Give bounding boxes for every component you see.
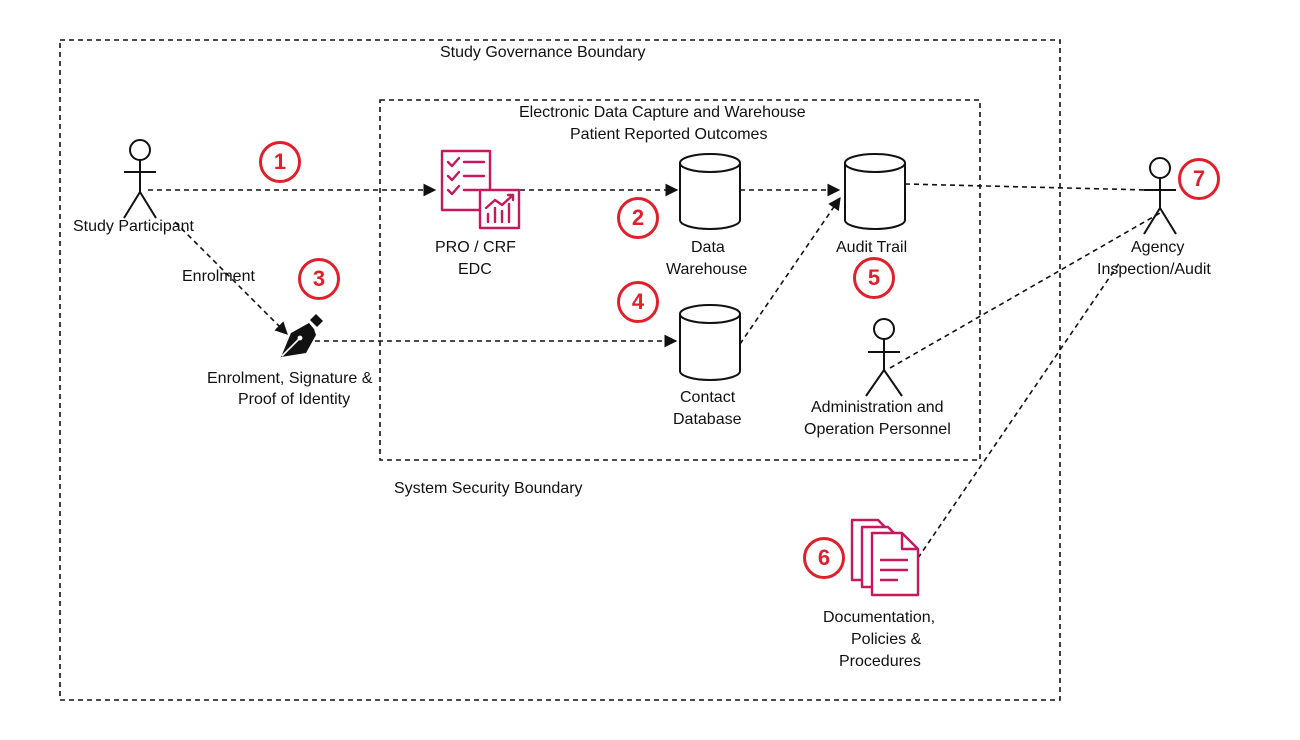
admin-personnel-icon	[865, 318, 903, 397]
documentation-label-line2: Policies &	[851, 631, 922, 648]
study-participant-label: Study Participant	[73, 218, 194, 235]
step-badge-5: 5	[853, 257, 895, 299]
agency-inspector-icon	[1143, 157, 1177, 235]
admin-label-line1: Administration and	[811, 399, 944, 416]
data-warehouse-label-line2: Warehouse	[666, 261, 748, 278]
documents-stack-icon	[850, 518, 920, 597]
edge-contact-to-audit	[739, 196, 841, 345]
security-boundary	[379, 99, 981, 461]
data-warehouse-label-line1: Data	[691, 239, 725, 256]
edge-audit-to-agency	[904, 183, 1149, 191]
edge-docs-to-agency	[917, 261, 1121, 559]
governance-boundary	[59, 39, 1061, 701]
step-badge-3: 3	[298, 258, 340, 300]
agency-label-line1: Agency	[1131, 239, 1185, 256]
step-badge-1: 1	[259, 141, 301, 183]
edc-title-line1: Electronic Data Capture and Warehouse	[519, 104, 806, 121]
step-badge-7: 7	[1178, 158, 1220, 200]
step-badge-4: 4	[617, 281, 659, 323]
step-badge-6: 6	[803, 537, 845, 579]
governance-boundary-title: Study Governance Boundary	[440, 44, 646, 61]
documentation-label-line1: Documentation,	[823, 609, 936, 626]
audit-trail-label: Audit Trail	[836, 239, 908, 256]
contact-database-icon	[679, 304, 741, 381]
enrolment-label-line2: Proof of Identity	[238, 391, 351, 408]
contact-database-label-line2: Database	[673, 411, 742, 428]
contact-database-label-line1: Contact	[680, 389, 736, 406]
data-warehouse-icon	[679, 153, 741, 230]
agency-label-line2: Inspection/Audit	[1097, 261, 1211, 278]
audit-trail-icon	[844, 153, 906, 230]
edc-title-line2: Patient Reported Outcomes	[570, 126, 768, 143]
enrolment-edge-label: Enrolment	[182, 268, 255, 285]
edge-admin-to-agency	[889, 212, 1161, 369]
security-boundary-title: System Security Boundary	[394, 480, 583, 497]
pro-label-line1: PRO / CRF	[435, 239, 516, 256]
fountain-pen-icon	[281, 314, 323, 357]
documentation-label-line3: Procedures	[839, 653, 921, 670]
step-badge-2: 2	[617, 197, 659, 239]
pro-crf-form-icon	[440, 149, 521, 230]
pro-label-line2: EDC	[458, 261, 492, 278]
enrolment-label-line1: Enrolment, Signature &	[207, 370, 373, 387]
admin-label-line2: Operation Personnel	[804, 421, 951, 438]
study-participant-icon	[123, 139, 157, 219]
